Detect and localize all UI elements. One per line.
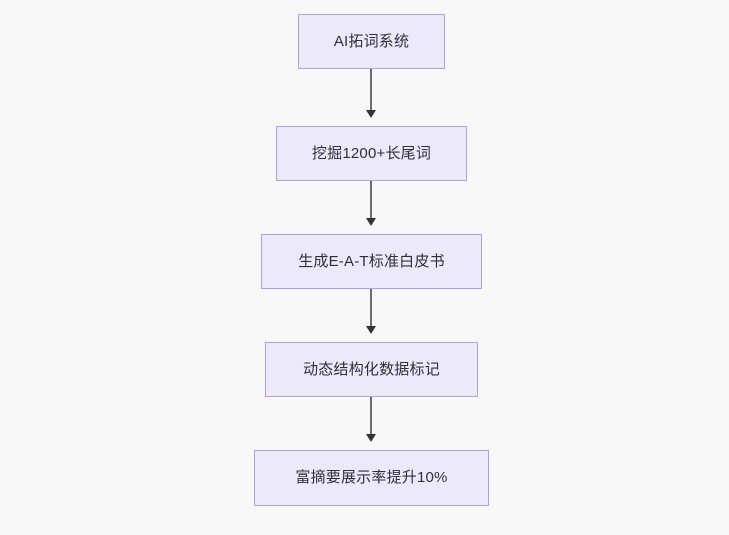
flow-node-n1[interactable]: AI拓词系统 (298, 14, 445, 69)
arrow-down-icon (366, 218, 376, 226)
flow-node-n2[interactable]: 挖掘1200+长尾词 (276, 126, 467, 181)
flow-edge-line (370, 69, 372, 111)
arrow-down-icon (366, 110, 376, 118)
flow-node-n3[interactable]: 生成E-A-T标准白皮书 (261, 234, 482, 289)
flow-edge-line (370, 397, 372, 435)
flow-node-n5[interactable]: 富摘要展示率提升10% (254, 450, 489, 506)
arrow-down-icon (366, 434, 376, 442)
flow-edge-line (370, 289, 372, 327)
flow-node-label: 动态结构化数据标记 (303, 360, 440, 378)
flow-node-label: 挖掘1200+长尾词 (311, 144, 432, 162)
flow-edge-line (370, 181, 372, 219)
flow-node-label: 生成E-A-T标准白皮书 (298, 252, 445, 270)
flow-node-label: AI拓词系统 (333, 32, 410, 50)
flow-node-label: 富摘要展示率提升10% (295, 469, 448, 486)
flow-node-n4[interactable]: 动态结构化数据标记 (265, 342, 478, 397)
arrow-down-icon (366, 326, 376, 334)
